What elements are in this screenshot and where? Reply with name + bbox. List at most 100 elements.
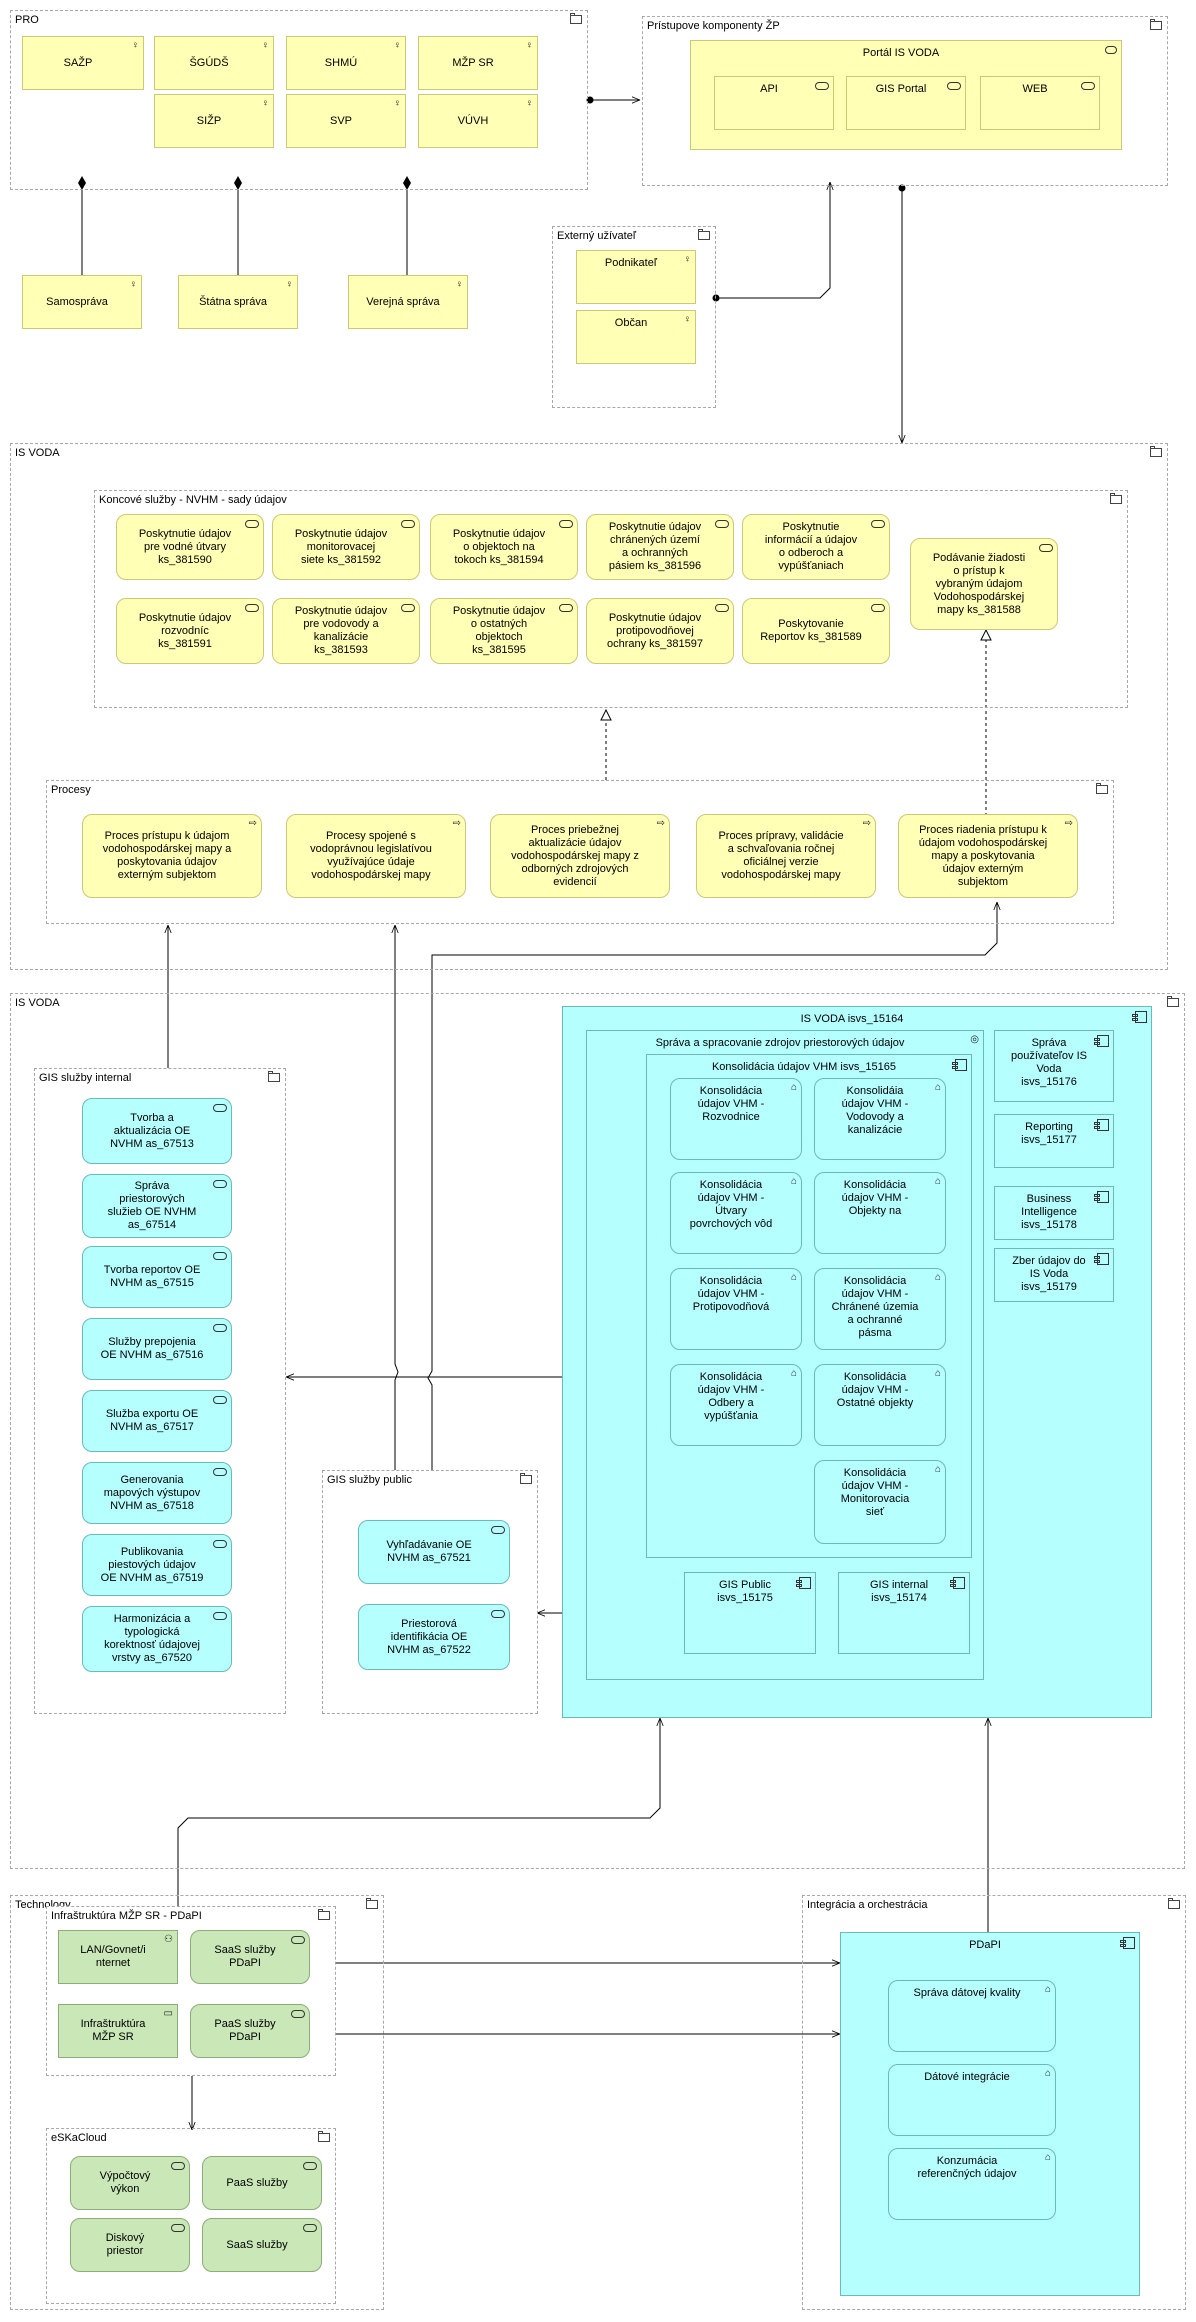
gis-pub-identifikacia[interactable]: Priestorová identifikácia OE NVHM as_675… <box>358 1604 510 1670</box>
actor-obcan[interactable]: Občan♀ <box>576 310 696 364</box>
service-vodne-utvary[interactable]: Poskytnutie údajov pre vodné útvary ks_3… <box>116 514 264 580</box>
func-sprava-kvality[interactable]: Správa dátovej kvality⌂ <box>888 1980 1056 2052</box>
service-reporty[interactable]: Poskytovanie Reportov ks_381589 <box>742 598 890 664</box>
interface-gis-portal[interactable]: GIS Portal <box>846 76 966 130</box>
gis-int-export[interactable]: Služba exportu OE NVHM as_67517 <box>82 1390 232 1452</box>
network-lan[interactable]: LAN/Govnet/i nternet⚇ <box>58 1930 178 1984</box>
component-gis-public[interactable]: GIS Public isvs_15175 <box>684 1572 816 1654</box>
func-monitorovacia[interactable]: Konsolidácia údajov VHM - Monitorovacia … <box>814 1460 946 1544</box>
tech-saas-pdapi[interactable]: SaaS služby PDaPI <box>190 1930 310 1984</box>
element-label: Samospráva <box>46 295 108 308</box>
element-label: SVP <box>329 114 352 127</box>
service-icon <box>245 604 259 612</box>
actor-sazp[interactable]: SAŽP♀ <box>22 36 144 90</box>
group-title: Externý užívateľ <box>557 230 637 242</box>
gis-pub-vyhladavanie[interactable]: Vyhľadávanie OE NVHM as_67521 <box>358 1520 510 1584</box>
gis-int-harmonizacia[interactable]: Harmonizácia a typologická korektnosť úd… <box>82 1606 232 1672</box>
component-icon <box>952 1059 967 1071</box>
gis-int-tvorba[interactable]: Tvorba a aktualizácia OE NVHM as_67513 <box>82 1098 232 1164</box>
component-icon <box>950 1577 965 1589</box>
tech-paas[interactable]: PaaS služby <box>202 2156 322 2210</box>
service-podavanie-ziadosti[interactable]: Podávanie žiadosti o prístup k vybraným … <box>910 538 1058 630</box>
func-vodovody[interactable]: Konsolidáia údajov VHM - Vodovody a kana… <box>814 1078 946 1160</box>
actor-vuvh[interactable]: VÚVH♀ <box>418 94 538 148</box>
func-konzumacia[interactable]: Konzumácia referenčných údajov⌂ <box>888 2148 1056 2220</box>
element-label: Reporting isvs_15177 <box>1021 1121 1077 1146</box>
actor-sguds[interactable]: ŠGÚDŠ♀ <box>154 36 274 90</box>
func-objekty[interactable]: Konsolidácia údajov VHM - Objekty na⌂ <box>814 1172 946 1254</box>
tech-saas[interactable]: SaaS služby <box>202 2218 322 2272</box>
service-objekty-tokoch[interactable]: Poskytnutie údajov o objektoch na tokoch… <box>430 514 578 580</box>
func-odbery[interactable]: Konsolidácia údajov VHM - Odbery a vypúš… <box>670 1364 802 1446</box>
component-bi[interactable]: Business Intelligence isvs_15178 <box>994 1186 1114 1240</box>
func-chranene[interactable]: Konsolidácia údajov VHM - Chránené územi… <box>814 1268 946 1350</box>
gis-int-sprava[interactable]: Správa priestorových služieb OE NVHM as_… <box>82 1174 232 1238</box>
element-label: SaaS služby <box>226 2238 288 2251</box>
interface-web[interactable]: WEB <box>980 76 1100 130</box>
func-utvary[interactable]: Konsolidácia údajov VHM - Útvary povrcho… <box>670 1172 802 1254</box>
process-riadenie[interactable]: Proces riadenia prístupu k údajom vodoho… <box>898 814 1078 898</box>
component-sprava-pouzivatelov[interactable]: Správa používateľov IS Voda isvs_15176 <box>994 1030 1114 1102</box>
service-rozvodnice[interactable]: Poskytnutie údajov rozvodníc ks_381591 <box>116 598 264 664</box>
process-legislativa[interactable]: Procesy spojené s vodoprávnou legislatív… <box>286 814 466 898</box>
func-ostatne[interactable]: Konsolidácia údajov VHM - Ostatné objekt… <box>814 1364 946 1446</box>
tech-vypoctovy[interactable]: Výpočtový výkon <box>70 2156 190 2210</box>
service-icon <box>213 1324 227 1332</box>
service-protipovodnova[interactable]: Poskytnutie údajov protipovodňovej ochra… <box>586 598 734 664</box>
actor-mzp[interactable]: MŽP SR♀ <box>418 36 538 90</box>
tech-paas-pdapi[interactable]: PaaS služby PDaPI <box>190 2004 310 2058</box>
service-vodovody[interactable]: Poskytnutie údajov pre vodovody a kanali… <box>272 598 420 664</box>
component-zber[interactable]: Zber údajov do IS Voda isvs_15179 <box>994 1248 1114 1302</box>
component-gis-internal[interactable]: GIS internal isvs_15174 <box>838 1572 970 1654</box>
func-rozvodnice[interactable]: Konsolidácia údajov VHM - Rozvodnice⌂ <box>670 1078 802 1160</box>
actor-verejna[interactable]: Verejná správa♀ <box>348 275 468 329</box>
component-icon <box>1094 1191 1109 1203</box>
process-pristup[interactable]: Proces prístupu k údajom vodohospodárske… <box>82 814 262 898</box>
interface-icon <box>815 82 829 90</box>
actor-podnikatel[interactable]: Podnikateľ♀ <box>576 250 696 304</box>
service-chranene-uzemia[interactable]: Poskytnutie údajov chránených území a oc… <box>586 514 734 580</box>
network-icon: ⚇ <box>164 1934 173 1945</box>
link-infra-isvoda <box>177 1718 660 1910</box>
service-odbery[interactable]: Poskytnutie informácií a údajov o odbero… <box>742 514 890 580</box>
interface-api[interactable]: API <box>714 76 834 130</box>
element-label: Podávanie žiadosti o prístup k vybraným … <box>932 551 1026 616</box>
actor-samosprava[interactable]: Samospráva ♀ <box>22 275 142 329</box>
service-monitorovacia[interactable]: Poskytnutie údajov monitorovacej siete k… <box>272 514 420 580</box>
process-aktualizacia[interactable]: Proces priebežnej aktualizácie údajov vo… <box>490 814 670 898</box>
folder-icon <box>1150 446 1162 457</box>
element-label: SaaS služby PDaPI <box>214 1944 276 1969</box>
service-ostatne-objekty[interactable]: Poskytnutie údajov o ostatných objektoch… <box>430 598 578 664</box>
element-label: IS VODA isvs_15164 <box>800 1013 904 1025</box>
actor-svp[interactable]: SVP ♀ <box>286 94 406 148</box>
service-icon <box>715 604 729 612</box>
actor-icon: ♀ <box>129 279 138 290</box>
element-label: Podnikateľ <box>604 257 658 269</box>
actor-shmu[interactable]: SHMÚ♀ <box>286 36 406 90</box>
element-label: Konsolidácia údajov VHM - Objekty na <box>841 1179 909 1217</box>
service-icon <box>213 1180 227 1188</box>
func-protipovodnova[interactable]: Konsolidácia údajov VHM - Protipovodňová… <box>670 1268 802 1350</box>
element-label: Tvorba reportov OE NVHM as_67515 <box>103 1264 201 1289</box>
func-datove-integracie[interactable]: Dátové integrácie⌂ <box>888 2064 1056 2136</box>
actor-icon: ♀ <box>393 98 402 109</box>
element-label: Generovania mapových výstupov NVHM as_67… <box>103 1473 201 1512</box>
element-label: Dátové integrácie <box>924 2071 1010 2083</box>
element-label: Procesy spojené s vodoprávnou legislatív… <box>310 830 432 881</box>
component-icon <box>1120 1937 1135 1949</box>
group-title: Integrácia a orchestrácia <box>807 1899 928 1911</box>
actor-statna[interactable]: Štátna správa♀ <box>178 275 298 329</box>
gis-int-publikovanie[interactable]: Publikovania piestových údajov OE NVHM a… <box>82 1534 232 1596</box>
actor-sizp[interactable]: SIŽP♀ <box>154 94 274 148</box>
gis-int-prepojenie[interactable]: Služby prepojenia OE NVHM as_67516 <box>82 1318 232 1380</box>
tech-diskovy[interactable]: Diskový priestor <box>70 2218 190 2272</box>
device-infra[interactable]: Infraštruktúra MŽP SR▭ <box>58 2004 178 2058</box>
component-reporting[interactable]: Reporting isvs_15177 <box>994 1114 1114 1168</box>
element-label: Portál IS VODA <box>862 47 940 59</box>
group-gis-public: GIS služby public <box>322 1470 538 1714</box>
gis-int-reporty[interactable]: Tvorba reportov OE NVHM as_67515 <box>82 1246 232 1308</box>
gis-int-generovanie[interactable]: Generovania mapových výstupov NVHM as_67… <box>82 1462 232 1524</box>
process-priprava[interactable]: Proces prípravy, validácie a schvaľovani… <box>696 814 876 898</box>
